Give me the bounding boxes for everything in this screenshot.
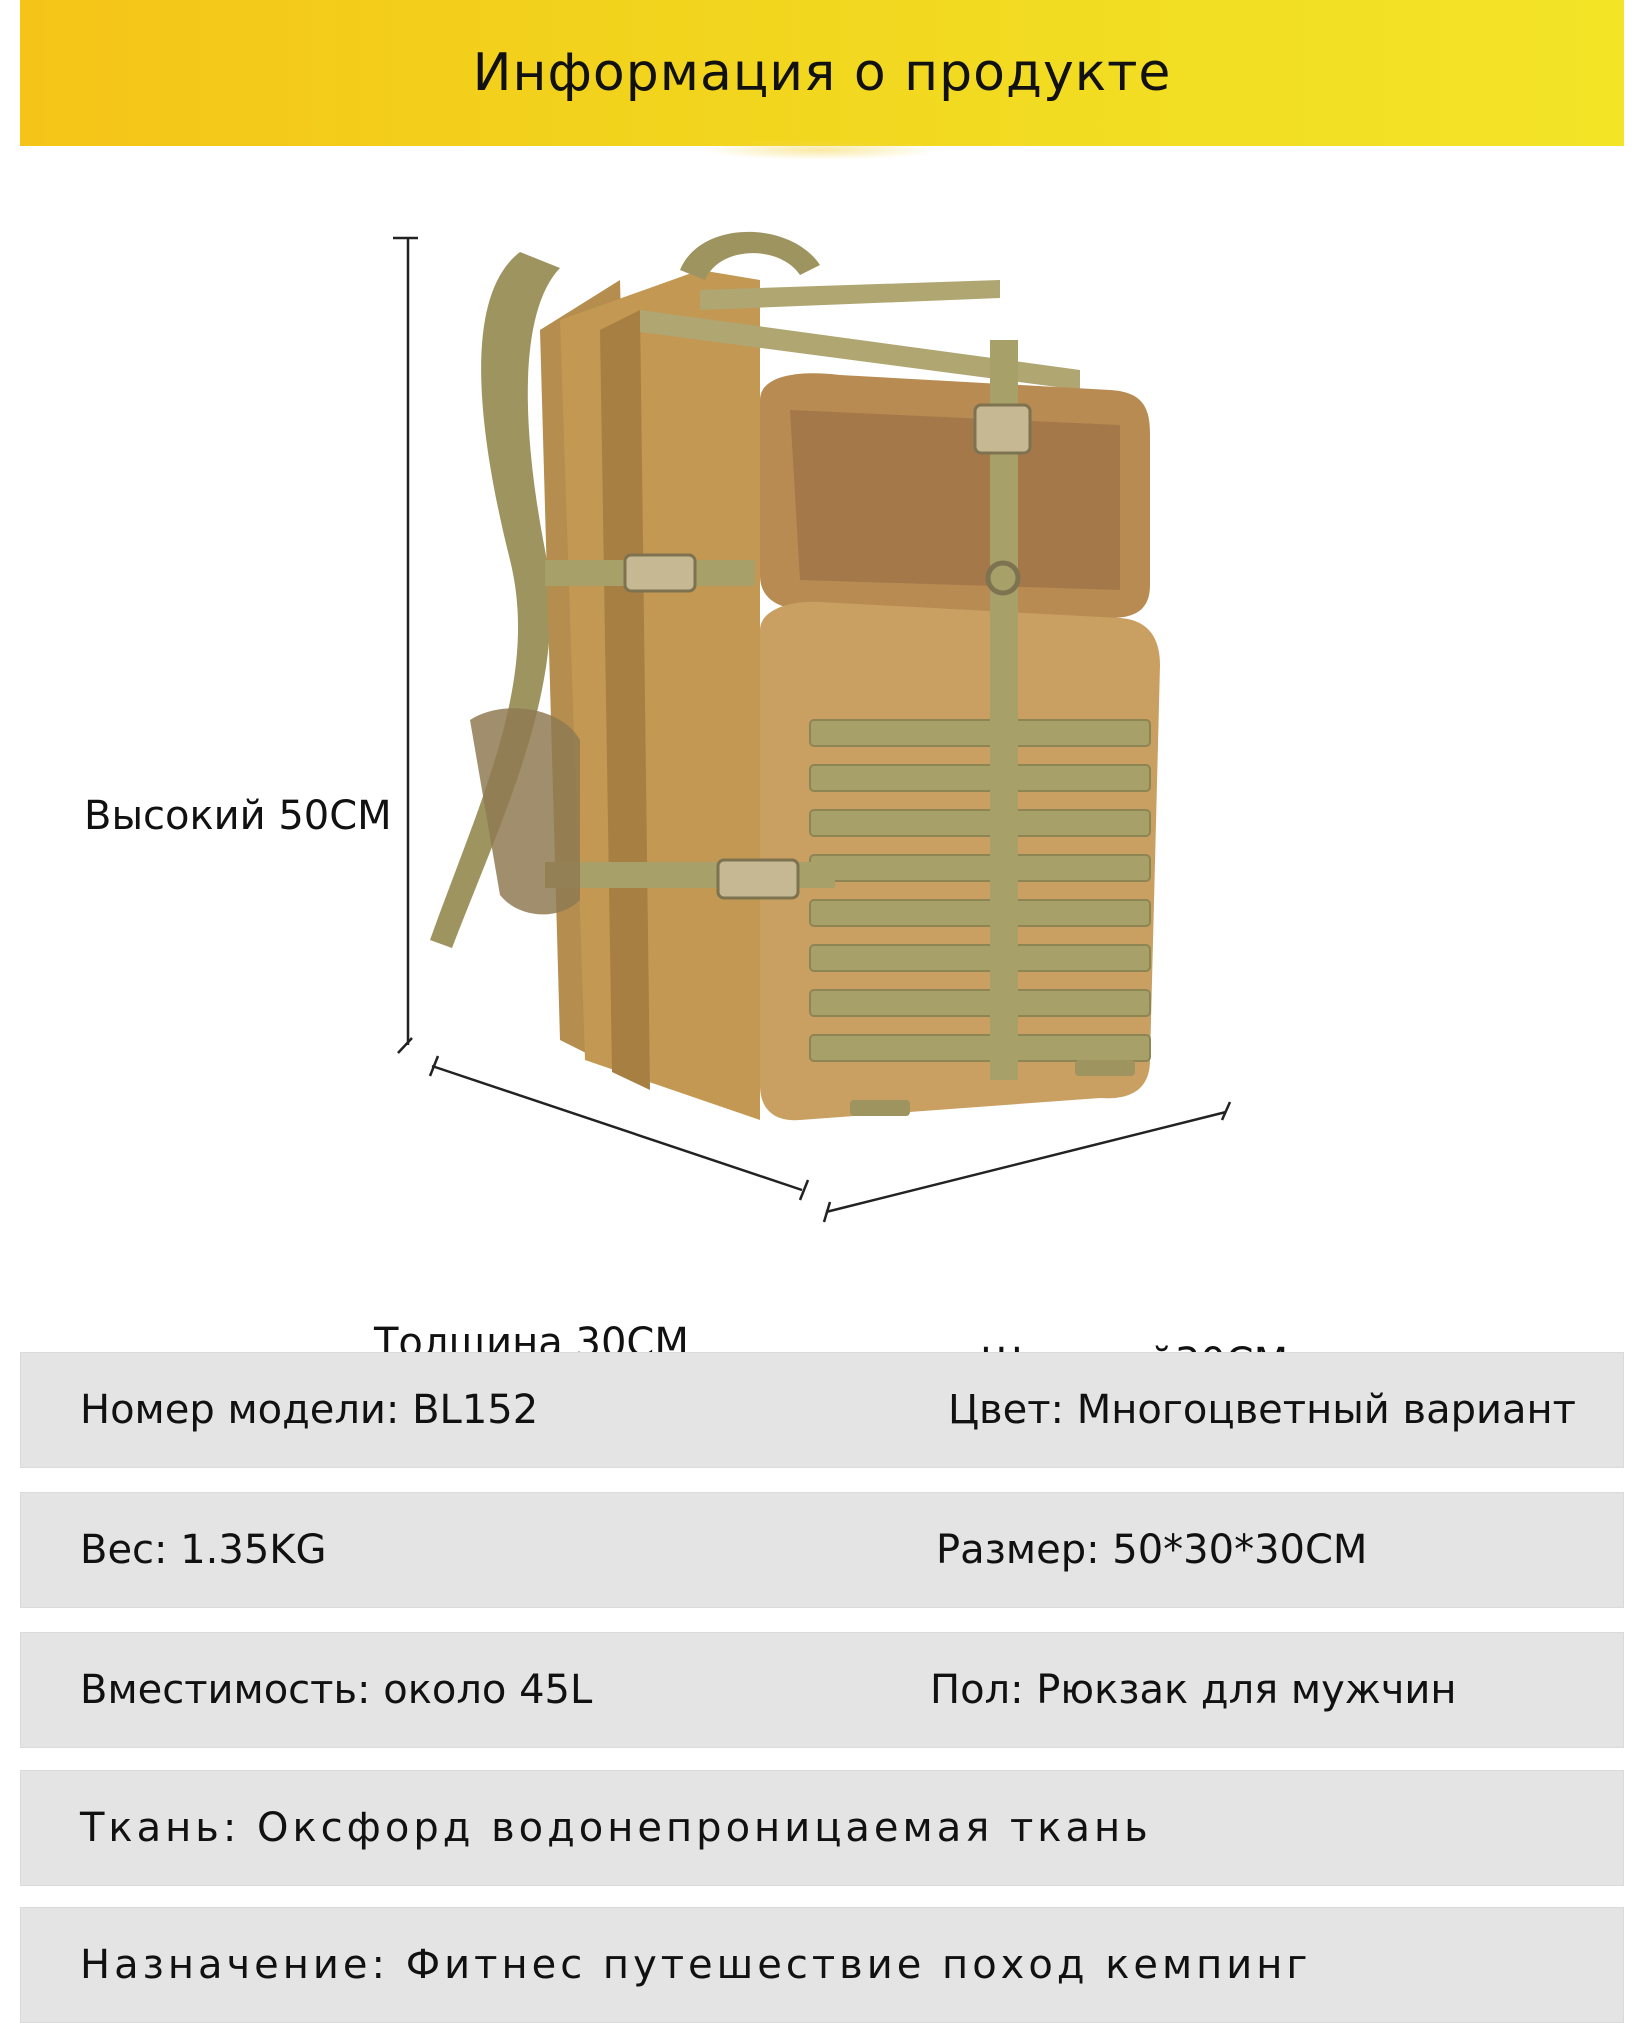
banner-glow <box>700 140 940 160</box>
spec-row: Назначение: Фитнес путешествие поход кем… <box>20 1907 1624 2023</box>
height-label: Высокий 50CM <box>84 793 392 839</box>
fabric-text: Ткань: Оксфорд водонепроницаемая ткань <box>80 1805 1152 1851</box>
color-text: Цвет: Многоцветный вариант <box>948 1387 1576 1433</box>
weight-text: Вес: 1.35KG <box>80 1527 327 1573</box>
capacity-text: Вместимость: около 45L <box>80 1667 593 1713</box>
height-dimension-line <box>393 236 418 1054</box>
width-dimension-line <box>822 1101 1232 1223</box>
spec-row: Ткань: Оксфорд водонепроницаемая ткань <box>20 1770 1624 1886</box>
backpack-body <box>430 231 1160 1121</box>
title-banner: Информация о продукте <box>20 0 1624 146</box>
size-text: Размер: 50*30*30CM <box>936 1527 1368 1573</box>
model-number-text: Номер модели: BL152 <box>80 1387 539 1433</box>
page-title: Информация о продукте <box>472 43 1172 103</box>
depth-dimension-line <box>428 1055 810 1201</box>
purpose-text: Назначение: Фитнес путешествие поход кем… <box>80 1942 1312 1988</box>
product-figure: Высокий 50CM Толщина 30CM Широкий30CM <box>0 160 1646 1386</box>
backpack-illustration <box>393 231 1232 1223</box>
spec-row: Вес: 1.35KG Размер: 50*30*30CM <box>20 1492 1624 1608</box>
spec-row: Вместимость: около 45L Пол: Рюкзак для м… <box>20 1632 1624 1748</box>
gender-text: Пол: Рюкзак для мужчин <box>930 1667 1457 1713</box>
spec-row: Номер модели: BL152 Цвет: Многоцветный в… <box>20 1352 1624 1468</box>
